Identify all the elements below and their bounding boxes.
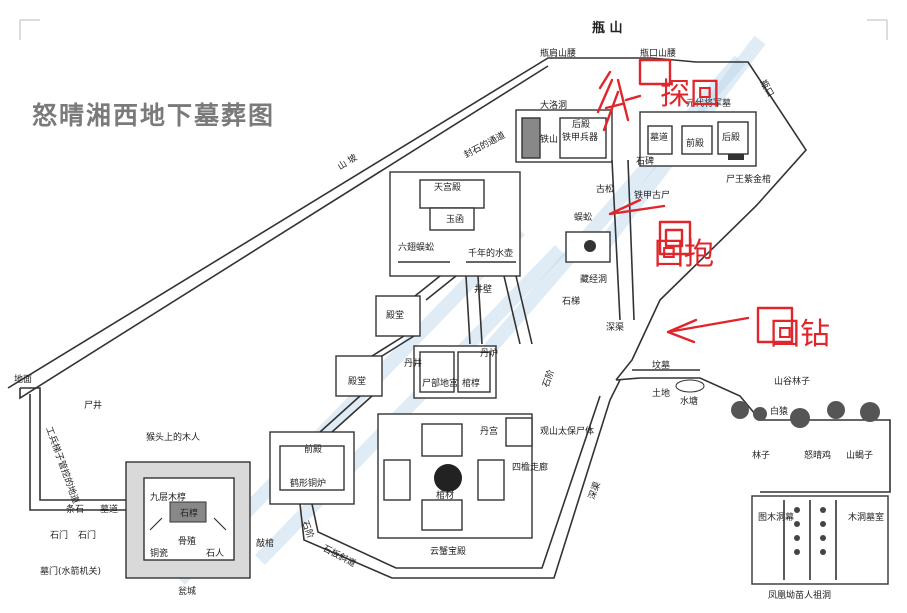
- label-ground: 地面: [14, 373, 32, 385]
- label-nine-step: 九层木椁: [150, 491, 186, 503]
- annotation-explore-2: 回抱: [654, 237, 714, 272]
- label-yuan-general-tomb: 元代将军墓: [686, 97, 731, 109]
- label-worker-tunnel: 工兵梯子管挖的地道: [43, 425, 82, 505]
- label-monkey-carved-wood: 猴头上的木人: [146, 431, 200, 443]
- label-ancient-pine: 古松: [596, 183, 614, 195]
- label-mountain-forest: 山谷林子: [774, 375, 810, 387]
- label-back-hall-1: 后殿: [572, 119, 590, 130]
- label-si-dao: 四檐走廊: [512, 461, 548, 473]
- label-stone-gate-2: 石门: [78, 529, 96, 541]
- label-vase-mouth: 瓶口: [757, 78, 776, 100]
- label-jade-fish: 玉函: [446, 214, 464, 225]
- label-back-hall-2: 后殿: [722, 132, 740, 143]
- label-dan-gong: 丹宫: [480, 425, 498, 437]
- label-tomb-door: 墓门(水箭机关): [40, 565, 101, 577]
- label-white-tree: 白猿: [770, 405, 788, 417]
- label-wooden-hole-tomb: 木洞墓室: [848, 511, 884, 523]
- label-demon-head-furnace: 鹤形铜炉: [290, 477, 326, 489]
- heavenly-palace: [389, 171, 521, 277]
- label-stone-sword: 铁甲兵器: [562, 131, 598, 143]
- label-earthquake: 敲棺: [256, 537, 274, 549]
- main-descent: [409, 275, 533, 345]
- dandong-chamber: [515, 109, 613, 163]
- label-vase-mouth-mtn: 瓶口山腰: [640, 47, 676, 59]
- deep-shaft: [611, 159, 635, 321]
- forest-area: [675, 379, 880, 428]
- red-annotations: [596, 58, 794, 344]
- label-vase-belly-mtn: 瓶肩山腰: [540, 47, 576, 59]
- urn-city: [125, 461, 251, 579]
- main-hall: [269, 431, 355, 505]
- label-thousand-year-water: 千年的水壶: [468, 247, 513, 259]
- label-corpse-guard: 尸部地宫: [422, 377, 458, 389]
- right-cave-path: [615, 377, 891, 493]
- label-deep-shaft: 深渠: [606, 321, 624, 333]
- label-stone-gate-1: 石门: [50, 529, 68, 541]
- label-bronze-cast: 铜瓷: [150, 547, 168, 559]
- cloud-palace: [377, 413, 533, 539]
- side-halls: [335, 295, 421, 397]
- label-stone-road: 石板斜道: [321, 542, 358, 570]
- label-tomb-path: 墓道: [100, 503, 118, 515]
- mountain-slope-label: 山 坡: [335, 151, 359, 172]
- label-flint-stone: 条石: [66, 503, 84, 515]
- label-forest: 林子: [752, 449, 770, 461]
- label-burial-vase: 藏经洞: [580, 273, 607, 285]
- label-dandong: 大洛洞: [540, 99, 567, 111]
- label-corpse-king-coffin: 尸王紫金棺: [726, 173, 771, 185]
- label-stone-man: 石人: [206, 548, 224, 559]
- label-monk-statue: 铁山: [540, 133, 558, 145]
- label-iron-pull: 铁甲古尸: [634, 189, 670, 201]
- label-main-hall: 前殿: [304, 443, 322, 455]
- label-coffin-hall: 棺椁: [462, 377, 480, 389]
- burial-vase-room: [565, 231, 611, 263]
- label-illusion-cave: 图木洞幕: [758, 511, 794, 523]
- label-urn-city: 瓮城: [178, 585, 196, 597]
- label-side-hall-2: 殿堂: [348, 375, 366, 387]
- map-title: 怒晴湘西地下墓葬图: [32, 101, 275, 130]
- label-nuqing-chicken: 怒晴鸡: [804, 449, 831, 461]
- label-zhu-lu: 丹炉: [480, 347, 498, 359]
- annotation-explore-3: 回钻: [770, 317, 830, 352]
- crop-marks: [19, 19, 888, 40]
- top-label: 瓶 山: [592, 20, 623, 36]
- label-mountain-mist: 山蝎子: [846, 450, 873, 461]
- label-bone-altar: 骨殖: [178, 535, 196, 547]
- annotation-explore-1: 探回: [660, 77, 720, 112]
- mountain-outline: [7, 57, 808, 511]
- label-peak: 石梯: [562, 295, 580, 307]
- miao-ancestor-cave: [751, 495, 889, 585]
- label-well: 井壁: [474, 283, 492, 295]
- label-earth-mound: 土地: [652, 387, 670, 399]
- label-mine-tunnel: 墓道: [650, 131, 668, 143]
- label-stone-steps: 石阶: [540, 368, 557, 389]
- label-mushroom-cave: 棺材: [436, 489, 454, 501]
- label-miao-ancestor-cave: 凤凰坳苗人祖洞: [768, 589, 831, 601]
- label-corpse-cave: 尸井: [84, 399, 102, 411]
- label-stone-tablet: 石碑: [636, 155, 654, 167]
- yuan-general-tomb: [639, 111, 757, 167]
- label-cliff: 蜈蚣: [574, 211, 592, 223]
- label-stone-coffin: 石椁: [180, 507, 198, 519]
- label-heavenly-palace: 天宫殿: [434, 181, 461, 193]
- label-front-hall: 前殿: [686, 137, 704, 149]
- label-yunnan-taoist: 观山太保尸体: [540, 425, 594, 437]
- stone-road: [299, 379, 621, 579]
- label-zhu-sha: 丹井: [404, 357, 422, 369]
- label-stone-stairs: 石阶: [299, 519, 316, 540]
- label-xing-dao: 深渠: [586, 480, 603, 501]
- label-water-pond: 水塘: [680, 395, 698, 407]
- label-side-hall-1: 殿堂: [386, 309, 404, 321]
- label-cemetery: 坟墓: [652, 359, 670, 371]
- corpse-guard-cluster: [413, 345, 497, 399]
- label-sealed-stone-passage: 封石的通道: [462, 129, 507, 161]
- label-six-winged-centipede: 六翅蜈蚣: [398, 241, 434, 253]
- label-cloud-palace: 云蟹宝殿: [430, 545, 466, 557]
